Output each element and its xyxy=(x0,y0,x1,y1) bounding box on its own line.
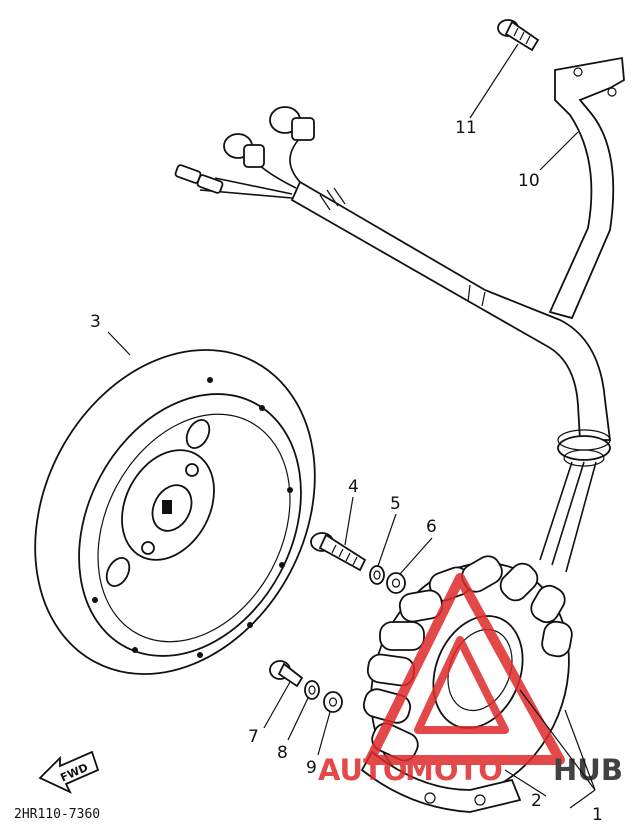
rotor-flywheel xyxy=(34,349,316,675)
stator-screw-lower xyxy=(269,660,304,688)
leader-lines xyxy=(107,43,596,809)
spring-washer-lower xyxy=(304,680,320,700)
callout-8: 8 xyxy=(277,743,288,763)
callout-11: 11 xyxy=(455,118,477,138)
callouts: 1 2 3 4 5 6 7 8 9 10 11 xyxy=(90,118,603,825)
watermark-text-auto: AUTO xyxy=(318,753,408,787)
bracket-screw xyxy=(497,19,540,52)
callout-5: 5 xyxy=(390,494,401,514)
wire-clamp-bracket xyxy=(548,56,625,320)
watermark-text-moto: MOTO xyxy=(405,753,503,787)
spring-washer-upper xyxy=(369,565,385,585)
callout-7: 7 xyxy=(248,727,259,747)
plain-washer-lower xyxy=(323,691,343,713)
callout-6: 6 xyxy=(426,517,437,537)
callout-1: 1 xyxy=(592,805,603,825)
callout-9: 9 xyxy=(306,758,317,778)
forward-direction-arrow: FWD xyxy=(38,750,100,794)
watermark-triangle xyxy=(365,573,565,765)
diagram-code: 2HR110-7360 xyxy=(14,807,100,822)
callout-10: 10 xyxy=(518,171,540,191)
callout-2: 2 xyxy=(531,791,542,811)
plain-washer-upper xyxy=(386,572,406,594)
callout-4: 4 xyxy=(348,477,359,497)
callout-3: 3 xyxy=(90,312,101,332)
watermark: AUTO MOTO HUB xyxy=(318,573,623,787)
stator-bolt-long xyxy=(310,532,367,572)
wire-harness xyxy=(174,106,612,441)
